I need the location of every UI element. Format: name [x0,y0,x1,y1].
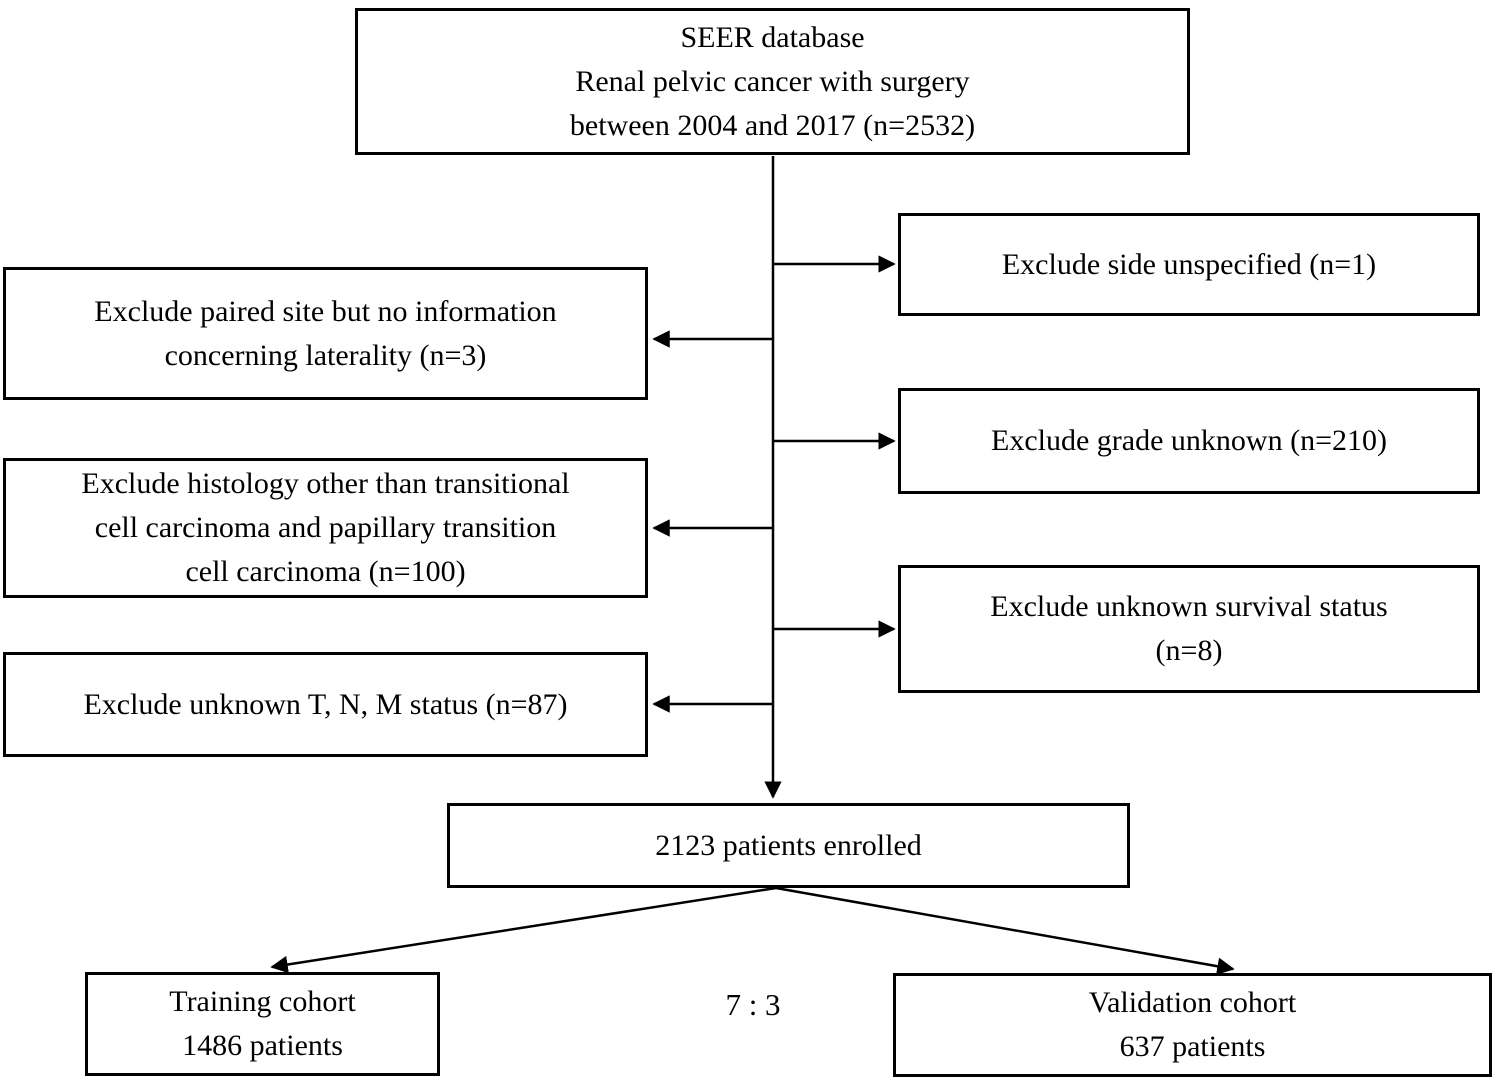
split-ratio-label: 7 : 3 [725,987,781,1022]
exclude-survival-line-2: (n=8) [1155,634,1223,667]
arrow-to-training-cohort [270,886,777,974]
exclude-grade-box: Exclude grade unknown (n=210) [898,388,1480,494]
source-line-3: between 2004 and 2017 (n=2532) [569,108,976,142]
exclude-side-line-1: Exclude side unspecified (n=1) [1001,247,1377,281]
training-cohort-box: Training cohort 1486 patients [85,972,440,1076]
exclude-side-box: Exclude side unspecified (n=1) [898,213,1480,316]
exclude-paired-line-1: Exclude paired site but no information [94,294,557,328]
exclude-histology-box: Exclude histology other than transitiona… [3,458,648,598]
exclude-survival-box: Exclude unknown survival status (n=8) [898,565,1480,693]
validation-cohort-box: Validation cohort 637 patients [893,973,1492,1077]
exclude-survival-line-1: Exclude unknown survival status [990,590,1388,623]
source-line-2: Renal pelvic cancer with surgery [575,64,970,98]
training-line-1: Training cohort [169,985,356,1018]
exclude-histology-line-1: Exclude histology other than transitiona… [81,467,570,500]
arrow-to-validation-cohort [775,886,1235,975]
exclude-grade-line-1: Exclude grade unknown (n=210) [991,424,1387,457]
exclude-histology-line-2: cell carcinoma and papillary transition [94,511,557,544]
exclude-histology-line-3: cell carcinoma (n=100) [185,555,466,588]
enrolled-box: 2123 patients enrolled [447,803,1130,888]
validation-line-2: 637 patients [1119,1030,1266,1063]
exclude-paired-box: Exclude paired site but no information c… [3,267,648,400]
validation-line-1: Validation cohort [1088,986,1297,1019]
source-box: SEER database Renal pelvic cancer with s… [355,8,1190,155]
enrolled-line-1: 2123 patients enrolled [655,828,922,862]
source-line-1: SEER database [680,20,865,54]
training-line-2: 1486 patients [182,1029,343,1062]
exclude-tnm-box: Exclude unknown T, N, M status (n=87) [3,652,648,757]
exclude-tnm-line-1: Exclude unknown T, N, M status (n=87) [83,687,568,721]
exclude-paired-line-2: concerning laterality (n=3) [164,338,487,372]
